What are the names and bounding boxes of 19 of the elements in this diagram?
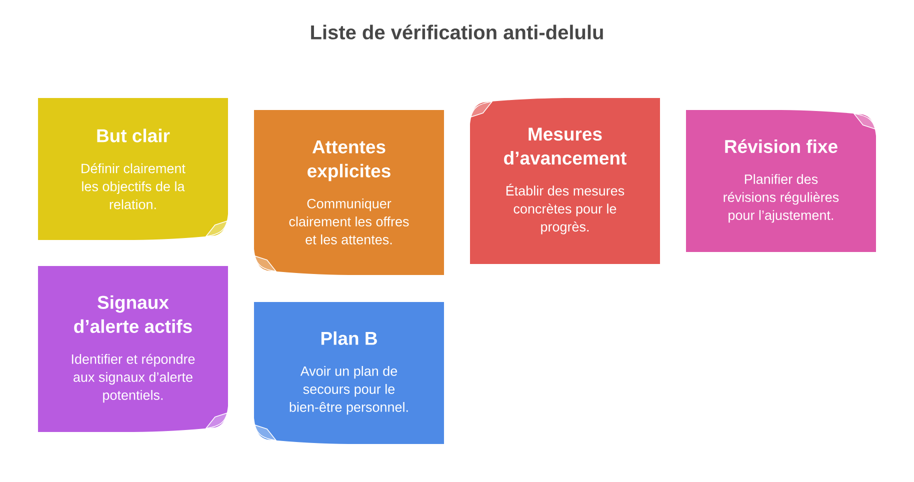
sticky-note bbox=[38, 98, 228, 240]
note-title: Attentes explicites bbox=[308, 140, 390, 182]
sticky-note bbox=[254, 302, 444, 444]
note-text: Établir des mesures concrètes pour le progrès. bbox=[506, 184, 624, 234]
sticky-note bbox=[254, 110, 444, 275]
note-title: Plan B bbox=[321, 331, 377, 345]
note-title: But clair bbox=[97, 128, 170, 142]
note-text: Planifier des révisions régulières pour l’ajustement. bbox=[724, 174, 839, 223]
note-title: Signaux d’alerte actifs bbox=[74, 295, 192, 333]
note-title: Révision fixe bbox=[725, 139, 838, 154]
note-title: Mesures d’avancement bbox=[504, 128, 626, 165]
note-text: Identifier et répondre aux signaux d’alerte potentiels. bbox=[72, 354, 195, 403]
sticky-note bbox=[38, 266, 228, 432]
title: Liste de vérification anti-delulu bbox=[311, 24, 603, 40]
note-text: Définir clairement les objectifs de la relation. bbox=[82, 163, 186, 210]
sticky-note bbox=[470, 98, 660, 264]
note-text: Communiquer clairement les offres et les attentes. bbox=[289, 198, 409, 244]
note-text: Avoir un plan de secours pour le bien-être personnel. bbox=[290, 366, 408, 415]
sticky-note bbox=[686, 110, 876, 252]
